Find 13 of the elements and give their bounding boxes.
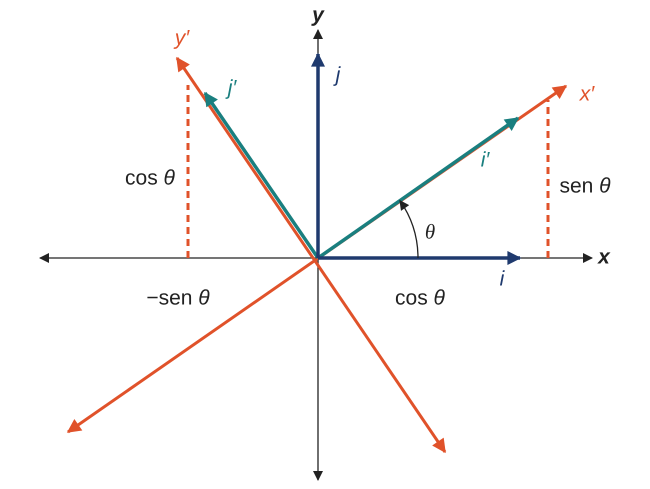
- component-label: cos θ: [125, 168, 175, 188]
- axis-label: i: [500, 268, 504, 290]
- component-label: sen θ: [559, 176, 611, 196]
- axis-label: j′: [228, 78, 236, 98]
- axis-label: y: [312, 4, 324, 26]
- axis-label: x′: [580, 84, 594, 104]
- axis-label: j: [336, 64, 340, 86]
- angle-label: θ: [424, 222, 436, 242]
- axis-label: x: [598, 246, 610, 268]
- axis-label: i′: [480, 150, 490, 170]
- component-label: cos θ: [395, 288, 445, 308]
- component-label: −sen θ: [146, 288, 210, 308]
- axis-label: y′: [174, 28, 190, 48]
